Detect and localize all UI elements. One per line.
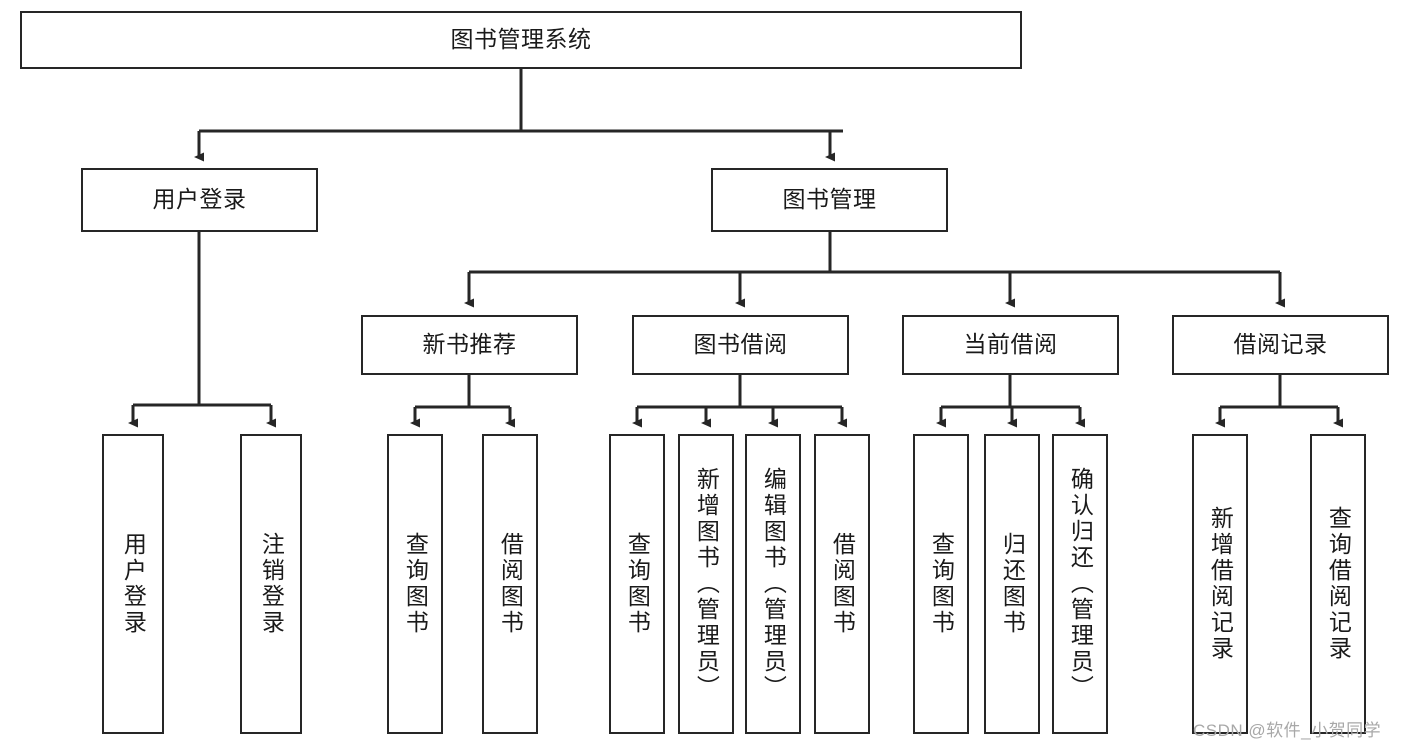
leaf-add-book-admin[interactable]: 新增图书（管理员） (678, 434, 734, 734)
leaf-query-borrow-record[interactable]: 查询借阅记录 (1310, 434, 1366, 734)
node-user-login-label: 用户登录 (152, 186, 247, 213)
leaf-borrow-book-label: 借阅图书 (829, 532, 856, 636)
leaf-edit-book-admin-label: 编辑图书（管理员） (760, 467, 787, 701)
leaf-query-book-new-label: 查询图书 (402, 532, 429, 636)
node-user-login[interactable]: 用户登录 (81, 168, 318, 232)
leaf-borrow-book-new-label: 借阅图书 (497, 532, 524, 636)
node-book-management-label: 图书管理 (782, 186, 877, 213)
node-book-borrow[interactable]: 图书借阅 (632, 315, 849, 375)
leaf-add-borrow-record-label: 新增借阅记录 (1207, 506, 1234, 662)
node-current-borrow-label: 当前借阅 (963, 331, 1058, 358)
node-new-book-recommend[interactable]: 新书推荐 (361, 315, 578, 375)
leaf-borrow-book[interactable]: 借阅图书 (814, 434, 870, 734)
leaf-confirm-return-admin-label: 确认归还（管理员） (1067, 467, 1094, 701)
leaf-logout-label: 注销登录 (258, 532, 285, 636)
node-current-borrow[interactable]: 当前借阅 (902, 315, 1119, 375)
node-root-label: 图书管理系统 (450, 26, 592, 53)
leaf-query-book-borrow-label: 查询图书 (624, 532, 651, 636)
leaf-query-book-borrow[interactable]: 查询图书 (609, 434, 665, 734)
node-new-book-recommend-label: 新书推荐 (422, 331, 517, 358)
leaf-borrow-book-new[interactable]: 借阅图书 (482, 434, 538, 734)
leaf-add-book-admin-label: 新增图书（管理员） (693, 467, 720, 701)
node-book-borrow-label: 图书借阅 (693, 331, 788, 358)
leaf-edit-book-admin[interactable]: 编辑图书（管理员） (745, 434, 801, 734)
leaf-query-borrow-record-label: 查询借阅记录 (1325, 506, 1352, 662)
node-root[interactable]: 图书管理系统 (20, 11, 1022, 69)
node-borrow-records[interactable]: 借阅记录 (1172, 315, 1389, 375)
leaf-user-login[interactable]: 用户登录 (102, 434, 164, 734)
node-borrow-records-label: 借阅记录 (1233, 331, 1328, 358)
leaf-query-book-current-label: 查询图书 (928, 532, 955, 636)
leaf-return-book[interactable]: 归还图书 (984, 434, 1040, 734)
leaf-query-book-new[interactable]: 查询图书 (387, 434, 443, 734)
leaf-add-borrow-record[interactable]: 新增借阅记录 (1192, 434, 1248, 734)
leaf-confirm-return-admin[interactable]: 确认归还（管理员） (1052, 434, 1108, 734)
leaf-query-book-current[interactable]: 查询图书 (913, 434, 969, 734)
leaf-user-login-label: 用户登录 (120, 532, 147, 636)
leaf-logout[interactable]: 注销登录 (240, 434, 302, 734)
leaf-return-book-label: 归还图书 (999, 532, 1026, 636)
csdn-watermark: CSDN @软件_小贺同学 (1193, 721, 1382, 740)
node-book-management[interactable]: 图书管理 (711, 168, 948, 232)
